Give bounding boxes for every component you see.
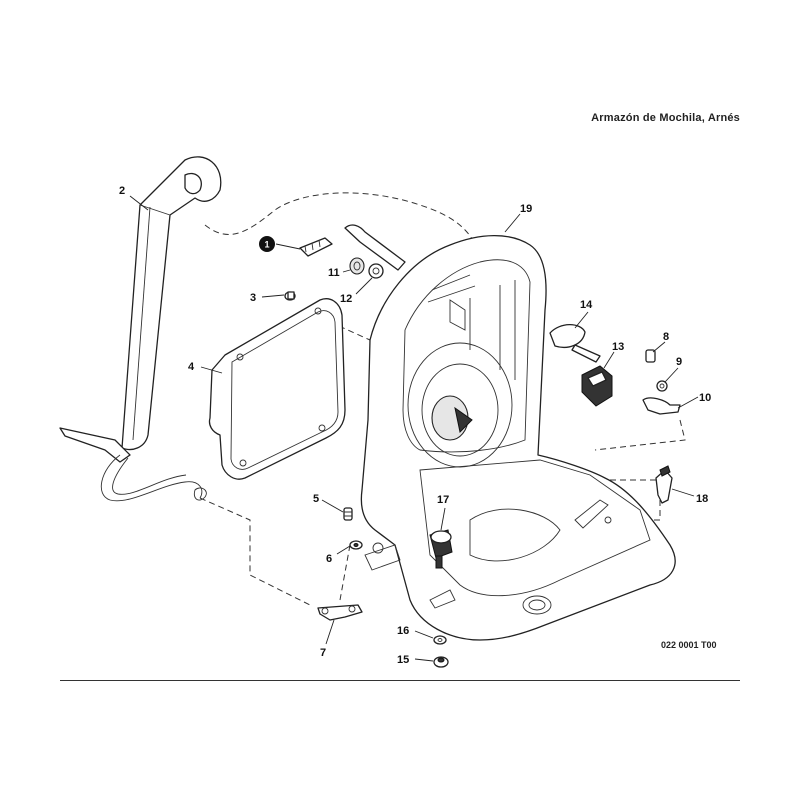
callout-7: 7	[320, 647, 326, 659]
latch-13	[581, 365, 613, 407]
washer-9	[656, 380, 668, 392]
footer-rule	[60, 680, 740, 681]
callout-8: 8	[663, 331, 669, 343]
shoulder-strap	[59, 156, 222, 502]
callout-15: 15	[397, 654, 409, 666]
nut-11	[349, 257, 365, 275]
assembly-line-hook	[339, 544, 351, 601]
callout-3: 3	[250, 292, 256, 304]
cover-plate	[208, 298, 346, 480]
bracket-10	[642, 397, 681, 415]
callout-10: 10	[699, 392, 711, 404]
callout-badge-1: 1	[259, 236, 275, 252]
diagram-title: Armazón de Mochila, Arnés	[591, 112, 740, 124]
drawing-code: 022 0001 T00	[661, 640, 717, 650]
callout-12: 12	[340, 293, 352, 305]
clip-part	[299, 224, 406, 271]
clip-18	[655, 465, 673, 504]
screw-3	[284, 291, 296, 301]
assembly-line-right	[594, 419, 686, 451]
clamp-14	[549, 323, 601, 363]
callout-18: 18	[696, 493, 708, 505]
callout-13: 13	[612, 341, 624, 353]
assembly-line-strap	[204, 192, 481, 261]
callout-9: 9	[676, 356, 682, 368]
callout-6: 6	[326, 553, 332, 565]
callout-11: 11	[328, 267, 340, 279]
callout-17: 17	[437, 494, 449, 506]
washer-16	[433, 635, 447, 645]
backpack-frame	[360, 234, 676, 641]
callout-16: 16	[397, 625, 409, 637]
callout-4: 4	[188, 361, 195, 373]
screw-8	[645, 349, 656, 363]
sleeve-17	[429, 529, 453, 569]
leader-lines	[129, 195, 699, 662]
callout-2: 2	[119, 185, 125, 197]
assembly-line-lower-strap	[199, 497, 311, 606]
callout-14: 14	[580, 299, 593, 311]
screw-5	[343, 507, 353, 521]
callout-5: 5	[313, 493, 319, 505]
hook-7	[317, 604, 363, 621]
washer-12	[368, 263, 384, 279]
washer-6	[349, 540, 363, 550]
callout-1: 1	[264, 240, 269, 250]
assembly-line-cover	[329, 321, 371, 341]
nut-15	[433, 656, 449, 668]
callout-19: 19	[520, 203, 532, 215]
